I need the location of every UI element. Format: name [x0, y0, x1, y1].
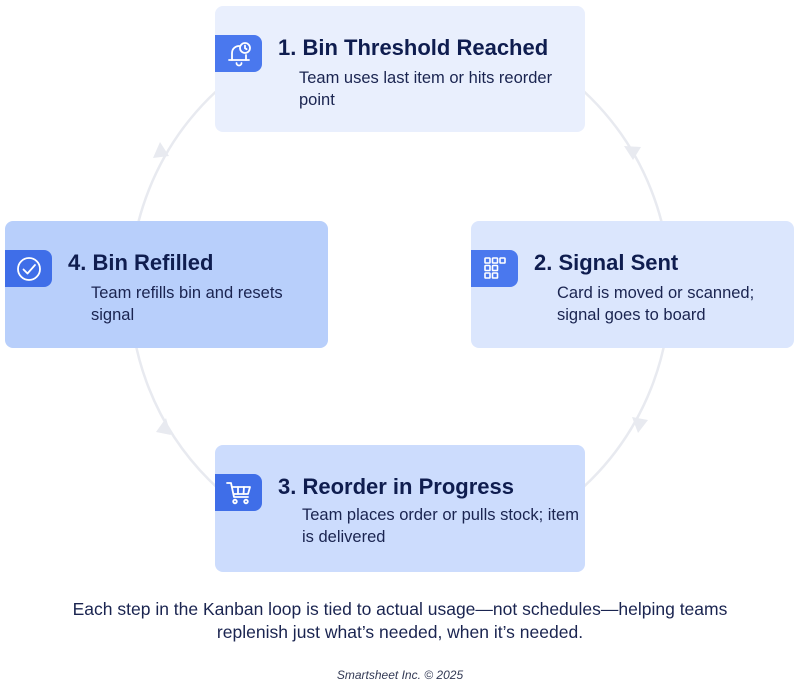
arrow-head-bottom-right [632, 417, 648, 433]
step-description: Team places order or pulls stock; item i… [302, 506, 579, 546]
arrow-head-top-right [624, 146, 641, 160]
step-description: Team refills bin and resets signal [91, 284, 283, 324]
step-title: 1. Bin Threshold Reached [278, 35, 549, 60]
bell-clock-icon [227, 41, 251, 66]
board-grid-icon [483, 256, 506, 279]
step-description: Card is moved or scanned; signal goes to… [557, 284, 755, 324]
step-card-signal-sent: 2. Signal Sent Card is moved or scanned;… [471, 221, 794, 348]
step-card-bin-refilled: 4. Bin Refilled Team refills bin and res… [5, 221, 328, 348]
step-card-bin-threshold: 1. Bin Threshold Reached Team uses last … [215, 6, 585, 132]
step-card-reorder-in-progress: 3. Reorder in Progress Team places order… [215, 445, 585, 572]
step-title: 3. Reorder in Progress [278, 474, 514, 499]
step-description: Team uses last item or hits reorder poin… [299, 69, 553, 109]
caption: Each step in the Kanban loop is tied to … [72, 599, 728, 642]
arrow-head-top-left [153, 142, 169, 158]
cart-icon [225, 481, 251, 504]
icon-tab [5, 250, 52, 287]
step-title: 4. Bin Refilled [68, 250, 214, 275]
footer-credit: Smartsheet Inc. © 2025 [336, 668, 464, 682]
arrow-head-bottom-left [156, 418, 171, 435]
icon-tab [215, 35, 262, 72]
check-circle-icon [16, 256, 41, 281]
icon-tab [215, 474, 262, 511]
icon-tab [471, 250, 518, 287]
step-title: 2. Signal Sent [534, 250, 679, 275]
